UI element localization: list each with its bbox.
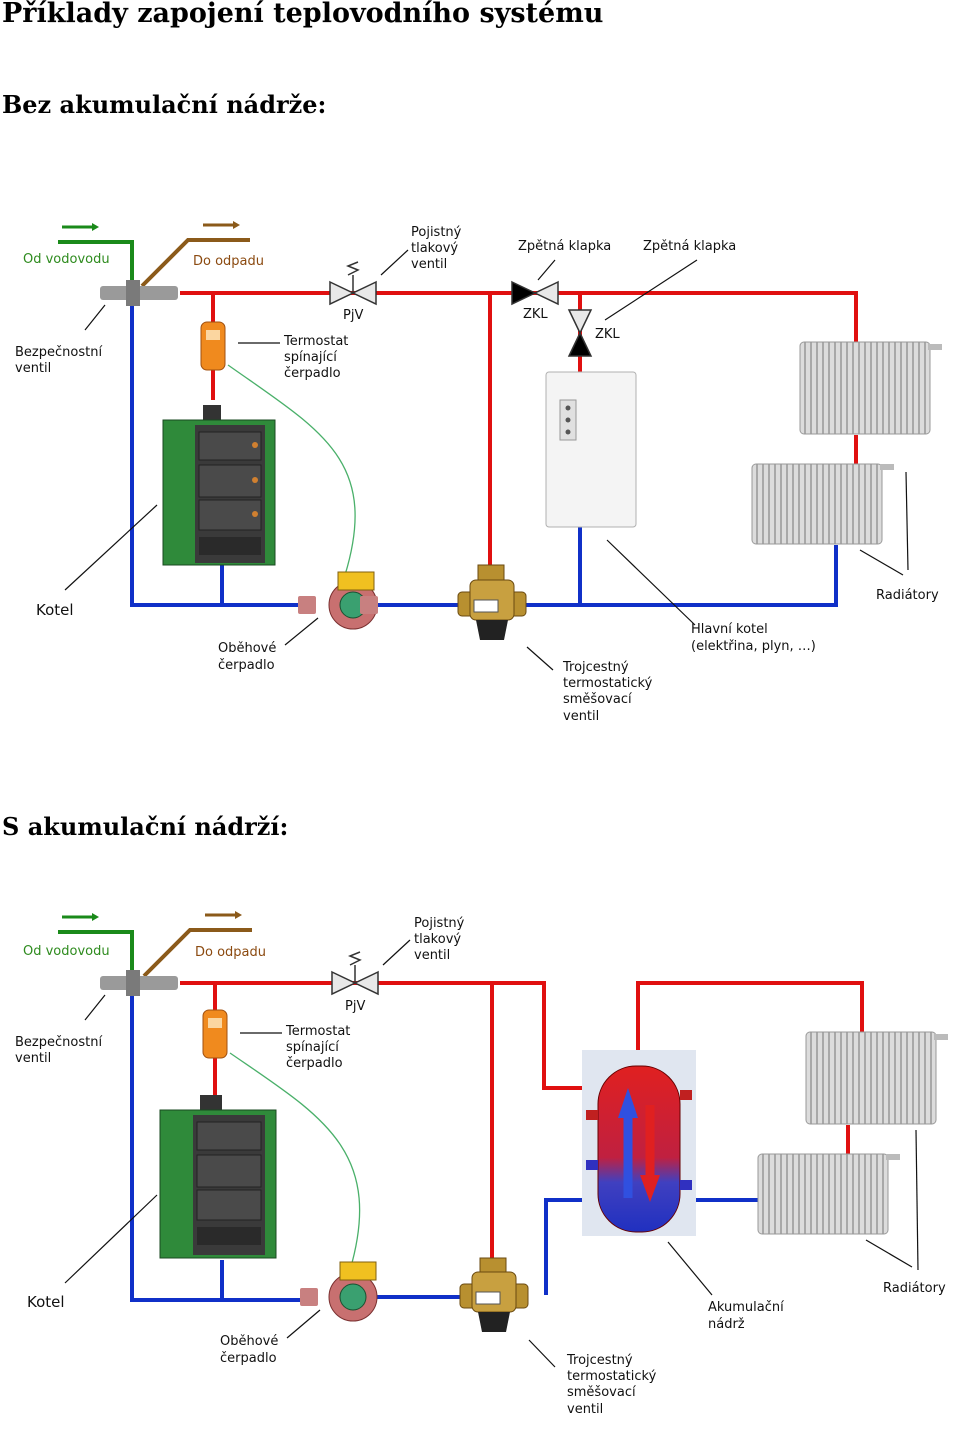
thermostat xyxy=(200,321,356,576)
three-way-mixing-valve xyxy=(459,1257,529,1332)
section2-heading: S akumulační nádrží: xyxy=(2,812,289,841)
section1-heading: Bez akumulační nádrže: xyxy=(2,90,327,119)
label-termostat-1: Termostat xyxy=(283,334,348,349)
drain-pipe xyxy=(140,221,250,288)
supply-pipe xyxy=(58,223,134,288)
check-valve-horizontal xyxy=(511,280,559,306)
label-akumulacni-2: nádrž xyxy=(708,1317,745,1332)
label-od-vodovodu: Od vodovodu xyxy=(23,252,110,267)
diagram-with-tank: Od vodovodu Do odpadu Pojistný tlakový v… xyxy=(15,911,948,1417)
leader-lines xyxy=(64,939,919,1368)
label-bezpecnostni-2: ventil xyxy=(15,361,51,376)
main-boiler xyxy=(545,371,637,528)
diagram-without-tank: Od vodovodu Do odpadu Pojistný tlakový v… xyxy=(15,221,942,724)
label-zkl-2: ZKL xyxy=(595,327,620,342)
label-pojistny-3: ventil xyxy=(414,948,450,963)
label-bezpecnostni-1: Bezpečnostní xyxy=(15,345,102,360)
label-trojcestny-3: směšovací xyxy=(567,1385,636,1400)
page-title: Příklady zapojení teplovodního systému xyxy=(2,0,604,29)
safety-valve xyxy=(100,970,178,996)
label-obehove-2: čerpadlo xyxy=(220,1351,277,1366)
safety-valve xyxy=(100,280,178,306)
label-obehove-1: Oběhové xyxy=(218,641,276,656)
label-pjv: PjV xyxy=(343,308,363,323)
label-obehove-1: Oběhové xyxy=(220,1334,278,1349)
radiator-upper xyxy=(799,341,942,435)
circulation-pump xyxy=(298,571,378,630)
label-zkl-1: ZKL xyxy=(523,307,548,322)
check-valve-vertical xyxy=(567,309,593,357)
cold-pipes xyxy=(130,990,760,1302)
leader-lines xyxy=(64,249,909,671)
label-do-odpadu: Do odpadu xyxy=(195,945,266,960)
label-termostat-3: čerpadlo xyxy=(284,366,341,381)
radiator-lower xyxy=(751,463,894,545)
label-pojistny-1: Pojistný xyxy=(411,225,462,240)
label-trojcestny-2: termostatický xyxy=(567,1369,657,1384)
hot-pipes xyxy=(180,291,858,565)
radiator-lower xyxy=(757,1153,900,1235)
label-termostat-1: Termostat xyxy=(285,1024,350,1039)
label-pjv: PjV xyxy=(345,999,365,1014)
supply-pipe xyxy=(58,913,134,978)
accumulation-tank xyxy=(582,1050,696,1236)
label-pojistny-2: tlakový xyxy=(414,932,461,947)
label-obehove-2: čerpadlo xyxy=(218,658,275,673)
label-hlavni-kotel-2: (elektřina, plyn, …) xyxy=(691,639,816,654)
label-kotel: Kotel xyxy=(27,1293,65,1311)
label-radiatory: Radiátory xyxy=(876,588,939,603)
circulation-pump xyxy=(300,1261,378,1322)
label-trojcestny-4: ventil xyxy=(567,1402,603,1417)
three-way-mixing-valve xyxy=(457,564,527,640)
label-trojcestny-1: Trojcestný xyxy=(562,660,629,675)
radiator-upper xyxy=(805,1031,948,1125)
label-trojcestny-2: termostatický xyxy=(563,676,653,691)
cold-pipes xyxy=(130,300,838,607)
label-hlavni-kotel-1: Hlavní kotel xyxy=(691,622,768,637)
label-termostat-3: čerpadlo xyxy=(286,1056,343,1071)
pressure-relief-valve xyxy=(331,951,379,996)
label-trojcestny-1: Trojcestný xyxy=(566,1353,633,1368)
label-pojistny-2: tlakový xyxy=(411,241,458,256)
label-pojistny-1: Pojistný xyxy=(414,916,465,931)
label-akumulacni-1: Akumulační xyxy=(708,1300,784,1315)
drain-pipe xyxy=(142,911,252,978)
label-radiatory: Radiátory xyxy=(883,1281,946,1296)
label-do-odpadu: Do odpadu xyxy=(193,254,264,269)
pressure-relief-valve xyxy=(329,261,377,306)
label-bezpecnostni-2: ventil xyxy=(15,1051,51,1066)
label-termostat-2: spínající xyxy=(286,1040,339,1055)
label-trojcestny-3: směšovací xyxy=(563,692,632,707)
label-kotel: Kotel xyxy=(36,601,74,619)
boiler xyxy=(162,405,276,566)
label-bezpecnostni-1: Bezpečnostní xyxy=(15,1035,102,1050)
boiler xyxy=(159,1095,277,1259)
label-od-vodovodu: Od vodovodu xyxy=(23,944,110,959)
thermostat xyxy=(202,1009,361,1271)
label-zpetna-klapka-1: Zpětná klapka xyxy=(518,239,611,254)
label-pojistny-3: ventil xyxy=(411,257,447,272)
label-zpetna-klapka-2: Zpětná klapka xyxy=(643,239,736,254)
label-termostat-2: spínající xyxy=(284,350,337,365)
label-trojcestny-4: ventil xyxy=(563,709,599,724)
